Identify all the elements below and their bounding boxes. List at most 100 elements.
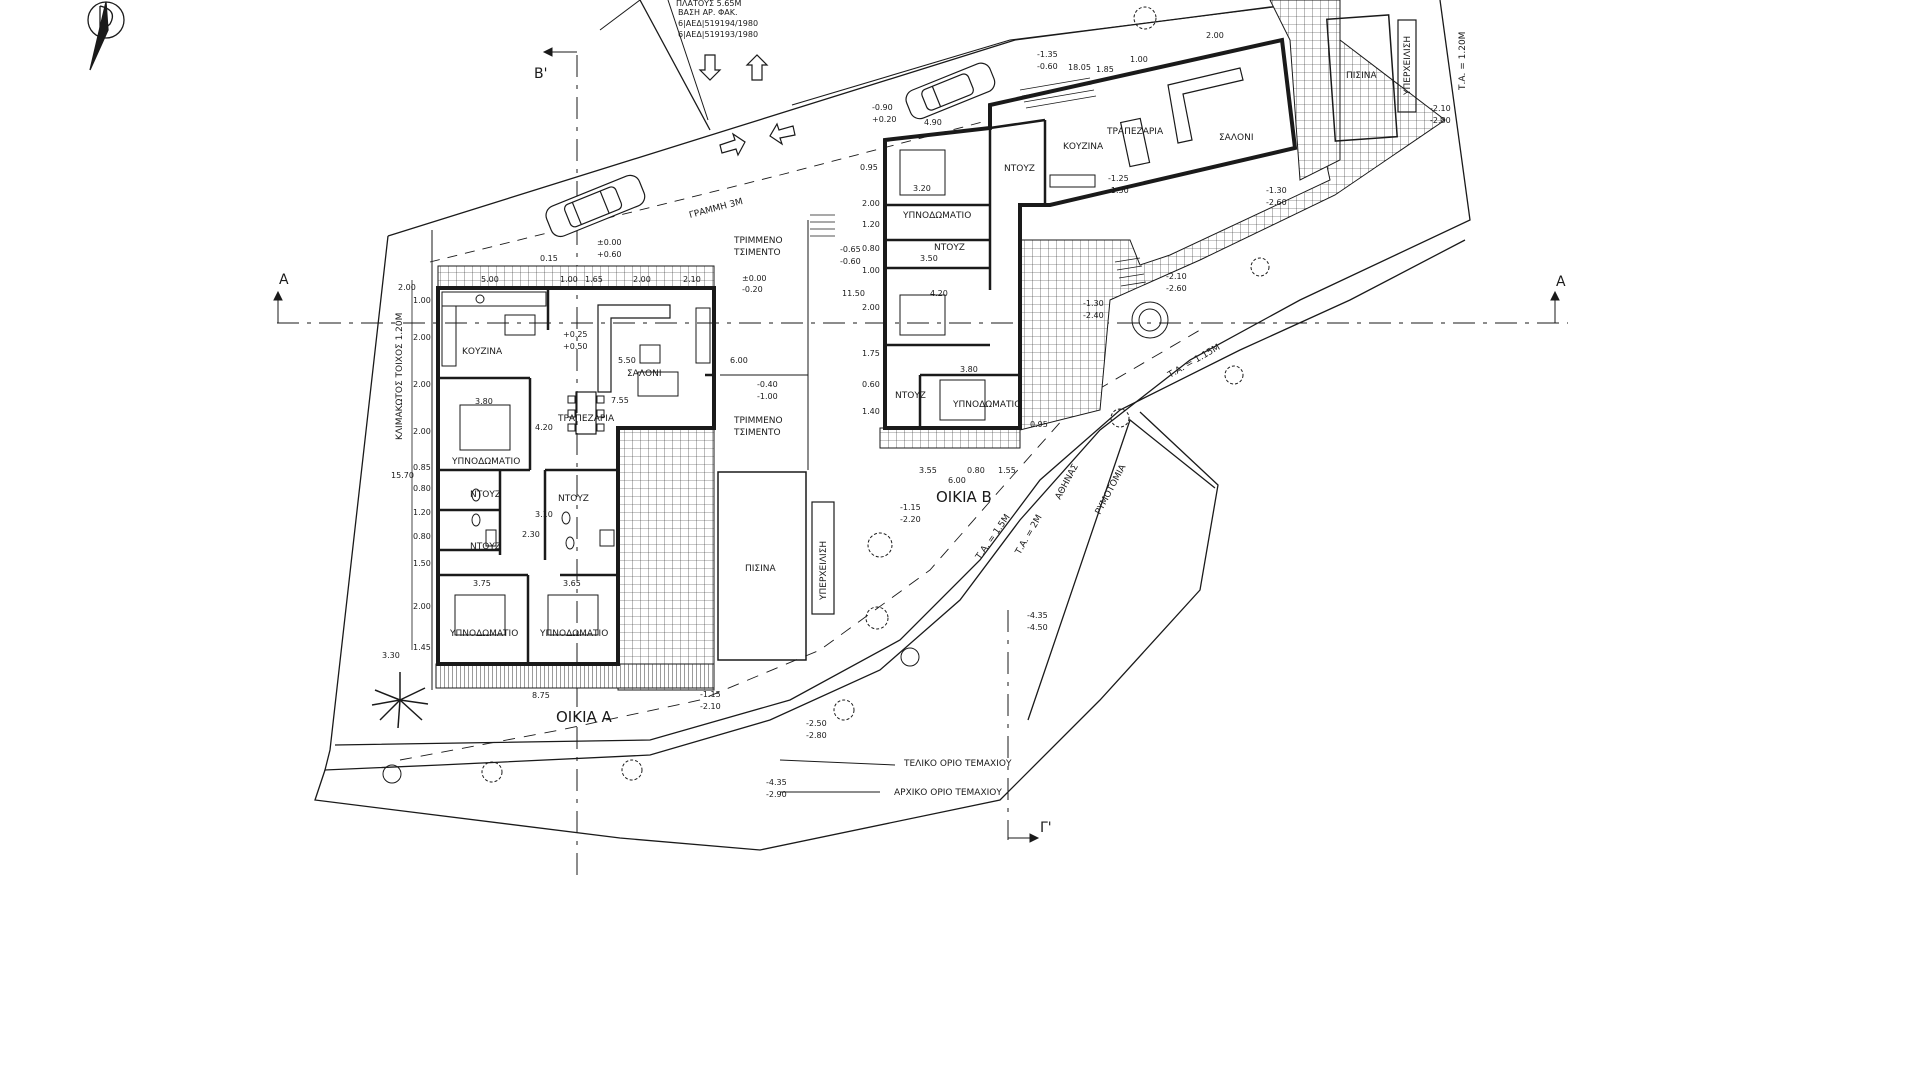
svg-text:-2.50: -2.50: [806, 719, 827, 728]
svg-text:-4.35: -4.35: [1027, 611, 1048, 620]
svg-text:0.85: 0.85: [413, 463, 431, 472]
section-markers: [273, 47, 1560, 843]
svg-text:-0.65: -0.65: [840, 245, 861, 254]
header-note: ΠΛΑΤΟΥΣ 5.65Μ ΒΑΣΗ ΑΡ. ΦΑΚ. 6|ΑΕΔ|519194…: [676, 0, 758, 39]
traffic-arrows-icon: [698, 54, 796, 157]
room-b-bed1: ΥΠΝΟΔΩΜΑΤΙΟ: [902, 211, 971, 221]
pool-b-label: ΠΙΣΙΝΑ: [1346, 71, 1377, 81]
svg-text:-0.40: -0.40: [757, 380, 778, 389]
section-a-right: Α: [1556, 274, 1566, 290]
svg-text:2.00: 2.00: [413, 380, 431, 389]
svg-text:+0.60: +0.60: [597, 250, 622, 259]
section-g: Γ': [1040, 820, 1052, 836]
svg-text:-2.60: -2.60: [1266, 198, 1287, 207]
room-a-kitchen: ΚΟΥΖΙΝΑ: [462, 347, 503, 357]
pool-a-label: ΠΙΣΙΝΑ: [745, 564, 776, 574]
svg-text:-0.60: -0.60: [840, 257, 861, 266]
room-b-wc3: ΝΤΟΥΖ: [895, 391, 926, 401]
svg-text:±0.00: ±0.00: [597, 238, 622, 247]
svg-text:-2.90: -2.90: [766, 790, 787, 799]
svg-text:-2.40: -2.40: [1083, 311, 1104, 320]
svg-text:2.00: 2.00: [413, 427, 431, 436]
svg-text:-1.30: -1.30: [1083, 299, 1104, 308]
cement-2-label: ΤΡΙΜΜΕΝΟ: [733, 416, 783, 426]
svg-text:0.95: 0.95: [1030, 420, 1048, 429]
svg-text:15.70: 15.70: [391, 471, 414, 480]
cement-2b-label: ΤΣΙΜΕΝΤΟ: [733, 428, 781, 438]
svg-text:0.80: 0.80: [413, 532, 431, 541]
svg-text:1.45: 1.45: [413, 643, 431, 652]
svg-text:2.00: 2.00: [398, 283, 416, 292]
svg-text:1.00: 1.00: [413, 296, 431, 305]
svg-text:1.00: 1.00: [862, 266, 880, 275]
svg-text:2.00: 2.00: [862, 303, 880, 312]
svg-text:ΒΑΣΗ ΑΡ. ΦΑΚ.: ΒΑΣΗ ΑΡ. ΦΑΚ.: [678, 8, 738, 17]
car-icon-1: [545, 174, 646, 238]
room-a-bed2: ΥΠΝΟΔΩΜΑΤΙΟ: [449, 629, 518, 639]
svg-text:8.75: 8.75: [532, 691, 550, 700]
house-a-title: ΟΙΚΙΑ Α: [556, 708, 613, 726]
svg-text:-0.60: -0.60: [1037, 62, 1058, 71]
svg-text:1.85: 1.85: [1096, 65, 1114, 74]
svg-text:11.50: 11.50: [842, 289, 865, 298]
svg-text:3.30: 3.30: [382, 651, 400, 660]
svg-text:0.80: 0.80: [967, 466, 985, 475]
room-a-wc2: ΝΤΟΥΖ: [470, 542, 501, 552]
svg-text:3.80: 3.80: [960, 365, 978, 374]
svg-text:-4.35: -4.35: [766, 778, 787, 787]
svg-text:1.20: 1.20: [862, 220, 880, 229]
svg-text:-2.80: -2.80: [1430, 116, 1451, 125]
svg-text:3.10: 3.10: [535, 510, 553, 519]
room-b-living: ΣΑΛΟΝΙ: [1219, 133, 1253, 143]
room-b-wc2: ΝΤΟΥΖ: [934, 243, 965, 253]
house-a-dimensions: 5.00 1.00 1.65 2.00 2.10 2.00 1.00 2.00 …: [382, 254, 748, 700]
svg-text:-0.90: -0.90: [872, 103, 893, 112]
svg-text:1.55: 1.55: [998, 466, 1016, 475]
room-b-dining: ΤΡΑΠΕΖΑΡΙΑ: [1106, 127, 1164, 137]
svg-text:1.00: 1.00: [560, 275, 578, 284]
svg-text:-2.10: -2.10: [1430, 104, 1451, 113]
svg-text:-2.10: -2.10: [1166, 272, 1187, 281]
ta-115-label: Τ.Α. = 1.15Μ: [1166, 343, 1222, 381]
svg-text:0.80: 0.80: [413, 484, 431, 493]
final-boundary-label: ΤΕΛΙΚΟ ΟΡΙΟ ΤΕΜΑΧΙΟΥ: [903, 759, 1012, 769]
svg-text:0.95: 0.95: [860, 163, 878, 172]
overflow-b-label: ΥΠΕΡΧΕΙΛΙΣΗ: [1403, 36, 1413, 96]
svg-text:1.65: 1.65: [585, 275, 603, 284]
svg-text:1.20: 1.20: [413, 508, 431, 517]
cement-1-label: ΤΡΙΜΜΕΝΟ: [733, 236, 783, 246]
svg-text:+0.25: +0.25: [563, 330, 588, 339]
svg-text:6.00: 6.00: [948, 476, 966, 485]
svg-text:-4.50: -4.50: [1027, 623, 1048, 632]
room-a-bed1: ΥΠΝΟΔΩΜΑΤΙΟ: [451, 457, 520, 467]
svg-text:1.00: 1.00: [1130, 55, 1148, 64]
room-b-wc1: ΝΤΟΥΖ: [1004, 164, 1035, 174]
svg-text:3.50: 3.50: [920, 254, 938, 263]
room-a-living: ΣΑΛΟΝΙ: [627, 369, 661, 379]
svg-text:2.00: 2.00: [413, 333, 431, 342]
ta-120-label: Τ.Α. = 1.20Μ: [1458, 32, 1468, 91]
svg-text:±0.00: ±0.00: [742, 274, 767, 283]
svg-text:-1.50: -1.50: [1108, 186, 1129, 195]
svg-text:1.50: 1.50: [413, 559, 431, 568]
svg-text:-0.20: -0.20: [742, 285, 763, 294]
svg-text:4.90: 4.90: [924, 118, 942, 127]
svg-text:-2.80: -2.80: [806, 731, 827, 740]
street-rymotomia-label: ΡΥΜΟΤΟΜΙΑ: [1094, 462, 1129, 516]
svg-text:-1.00: -1.00: [757, 392, 778, 401]
section-axes: [277, 55, 1568, 882]
svg-text:3.80: 3.80: [475, 397, 493, 406]
svg-text:-1.30: -1.30: [1266, 186, 1287, 195]
svg-text:3.20: 3.20: [913, 184, 931, 193]
svg-text:6|ΑΕΔ|519194/1980: 6|ΑΕΔ|519194/1980: [678, 19, 758, 28]
overflow-a-label: ΥΠΕΡΧΕΙΛΙΣΗ: [819, 541, 829, 601]
svg-text:-2.60: -2.60: [1166, 284, 1187, 293]
svg-text:3.75: 3.75: [473, 579, 491, 588]
svg-text:+0.20: +0.20: [872, 115, 897, 124]
original-boundary-label: ΑΡΧΙΚΟ ΟΡΙΟ ΤΕΜΑΧΙΟΥ: [894, 788, 1002, 798]
stepped-wall-label: ΚΛΙΜΑΚΩΤΟΣ ΤΟΙΧΟΣ 1.20Μ: [395, 313, 405, 440]
svg-text:2.30: 2.30: [522, 530, 540, 539]
svg-text:6.00: 6.00: [730, 356, 748, 365]
palm-tree-icon: [371, 672, 429, 729]
svg-text:-1.25: -1.25: [1108, 174, 1129, 183]
